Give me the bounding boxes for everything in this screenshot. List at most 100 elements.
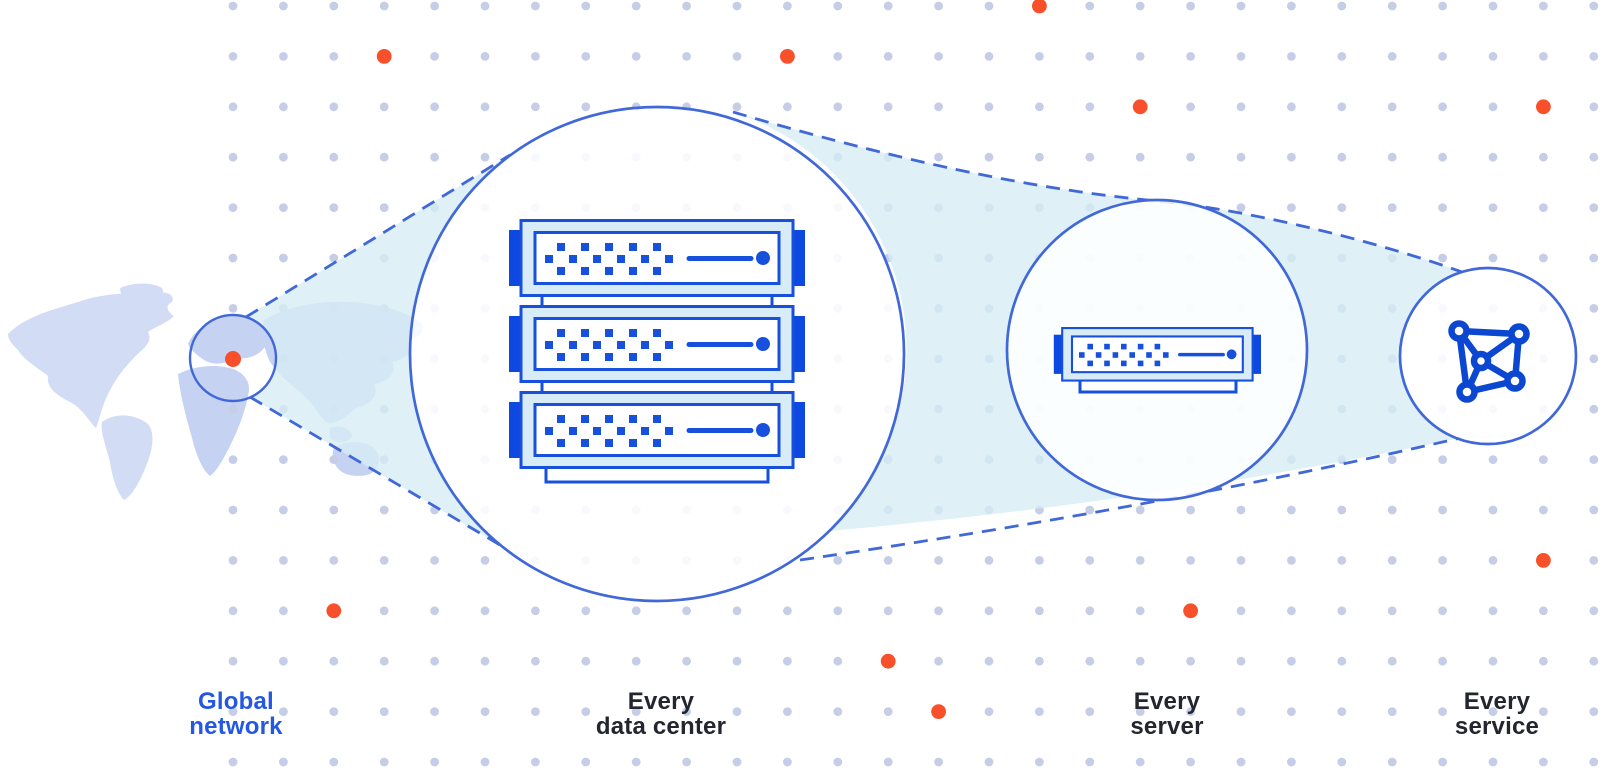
- server-unit-3: [509, 393, 805, 468]
- grid-dot: [1387, 556, 1397, 565]
- grid-dot: [783, 757, 792, 767]
- grid-dot: [1035, 152, 1044, 162]
- grid-dot: [1589, 556, 1599, 565]
- grid-dot: [1135, 505, 1145, 515]
- server-unit-single: [1052, 326, 1263, 383]
- grid-dot: [833, 757, 843, 767]
- stage-label-line: server: [1130, 713, 1204, 740]
- grid-dot: [1589, 354, 1599, 364]
- grid-dot: [279, 102, 288, 112]
- grid-dot: [581, 656, 591, 666]
- grid-dot: [1488, 52, 1498, 61]
- grid-dot: [1035, 656, 1044, 666]
- grid-dot: [1085, 757, 1095, 767]
- accent-dot: [1536, 99, 1551, 115]
- grid-dot: [1135, 1, 1145, 11]
- grid-dot: [1186, 556, 1195, 565]
- accent-dot: [1536, 553, 1551, 568]
- grid-dot: [1539, 1, 1548, 11]
- grid-dot: [1337, 203, 1347, 213]
- grid-dot: [1186, 757, 1195, 767]
- grid-dot: [430, 102, 439, 112]
- grid-dot: [732, 102, 742, 112]
- grid-dot: [1135, 556, 1145, 565]
- grid-dot: [883, 757, 893, 767]
- grid-dot: [228, 1, 238, 11]
- grid-dot: [833, 1, 843, 11]
- grid-dot: [1287, 505, 1296, 515]
- grid-dot: [1186, 505, 1195, 515]
- grid-dot: [1488, 102, 1498, 112]
- grid-dot: [531, 757, 540, 767]
- grid-dot: [1539, 656, 1548, 666]
- grid-dot: [984, 606, 994, 616]
- grid-dot: [631, 707, 641, 716]
- grid-dot: [1539, 455, 1548, 464]
- grid-dot: [631, 656, 641, 666]
- grid-dot: [228, 556, 238, 565]
- grid-dot: [682, 52, 691, 61]
- grid-dot: [1539, 707, 1548, 716]
- grid-dot: [480, 656, 490, 666]
- grid-dot: [1035, 102, 1044, 112]
- grid-dot: [833, 656, 843, 666]
- grid-dot: [934, 556, 943, 565]
- continent-south-america: [101, 415, 153, 500]
- grid-dot: [531, 707, 540, 716]
- grid-dot: [531, 52, 540, 61]
- grid-dot: [1135, 757, 1145, 767]
- grid-dot: [682, 707, 691, 716]
- grid-dot: [379, 656, 389, 666]
- grid-dot: [1488, 707, 1498, 716]
- grid-dot: [1337, 757, 1347, 767]
- grid-dot: [934, 656, 943, 666]
- grid-dot: [379, 152, 389, 162]
- grid-dot: [1438, 505, 1447, 515]
- grid-dot: [1488, 656, 1498, 666]
- grid-dot: [682, 656, 691, 666]
- grid-dot: [1589, 152, 1599, 162]
- grid-dot: [279, 556, 288, 565]
- grid-dot: [1236, 606, 1246, 616]
- grid-dot: [430, 52, 439, 61]
- grid-dot: [329, 52, 339, 61]
- grid-dot: [1589, 52, 1599, 61]
- grid-dot: [329, 102, 339, 112]
- grid-dot: [1287, 707, 1296, 716]
- grid-dot: [1438, 556, 1447, 565]
- grid-dot: [984, 1, 994, 11]
- grid-dot: [984, 102, 994, 112]
- grid-dot: [228, 102, 238, 112]
- grid-dot: [1589, 757, 1599, 767]
- grid-dot: [228, 455, 238, 464]
- grid-dot: [1387, 757, 1397, 767]
- grid-dot: [1085, 102, 1095, 112]
- grid-dot: [984, 152, 994, 162]
- grid-dot: [1236, 203, 1246, 213]
- zoom-guide-line-bottom-right: [799, 436, 1461, 562]
- grid-dot: [430, 152, 439, 162]
- grid-dot: [934, 52, 943, 61]
- grid-dot: [1085, 606, 1095, 616]
- grid-dot: [1186, 102, 1195, 112]
- grid-dot: [1236, 102, 1246, 112]
- grid-dot: [1135, 707, 1145, 716]
- grid-dot: [1337, 556, 1347, 565]
- grid-dot: [430, 707, 439, 716]
- grid-dot: [228, 757, 238, 767]
- grid-dot: [1539, 152, 1548, 162]
- grid-dot: [1539, 757, 1548, 767]
- accent-dot: [931, 704, 946, 719]
- grid-dot: [783, 102, 792, 112]
- grid-dot: [581, 757, 591, 767]
- grid-dot: [1488, 556, 1498, 565]
- grid-dot: [480, 606, 490, 616]
- grid-dot: [379, 606, 389, 616]
- grid-dot: [1135, 656, 1145, 666]
- grid-dot: [934, 1, 943, 11]
- grid-dot: [1488, 1, 1498, 11]
- continent-greenland: [120, 283, 164, 307]
- grid-dot: [1438, 1, 1447, 11]
- grid-dot: [934, 102, 943, 112]
